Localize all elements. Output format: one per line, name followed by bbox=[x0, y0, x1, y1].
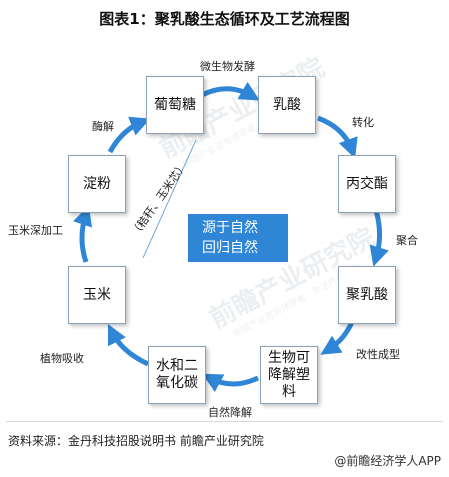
node-water-co2: 水和二 氧化碳 bbox=[148, 346, 206, 404]
edge-label-deep-processing: 玉米深加工 bbox=[8, 224, 63, 237]
node-label-line: 料 bbox=[282, 383, 296, 400]
node-label: 聚乳酸 bbox=[346, 286, 388, 303]
node-corn: 玉米 bbox=[68, 266, 126, 324]
edge-label-enzymolysis: 酶解 bbox=[92, 120, 114, 133]
edge-label-conversion: 转化 bbox=[352, 116, 374, 129]
brand-credit: @前瞻经济学人APP bbox=[334, 454, 441, 468]
node-lactide: 丙交酯 bbox=[338, 155, 396, 213]
node-label: 淀粉 bbox=[83, 175, 111, 192]
edge-label-plant-absorption: 植物吸收 bbox=[40, 352, 84, 365]
node-label: 葡萄糖 bbox=[154, 96, 196, 113]
arrow-glucose-to-lactic bbox=[200, 81, 260, 101]
arrow-corn-to-starch bbox=[73, 205, 93, 263]
node-label-line: 水和二 bbox=[156, 358, 198, 374]
side-note-line bbox=[142, 139, 197, 259]
center-slogan: 源于自然 回归自然 bbox=[188, 214, 288, 262]
edge-label-degradation: 自然降解 bbox=[208, 406, 252, 419]
arrow-co2-to-corn bbox=[107, 323, 150, 367]
arrow-starch-to-glucose bbox=[107, 116, 151, 154]
node-label: 乳酸 bbox=[273, 96, 301, 113]
node-pla: 聚乳酸 bbox=[338, 266, 396, 324]
node-label: 丙交酯 bbox=[346, 175, 388, 192]
node-starch: 淀粉 bbox=[68, 155, 126, 213]
chart-title: 图表1：聚乳酸生态循环及工艺流程图 bbox=[99, 10, 350, 28]
edge-label-fermentation: 微生物发酵 bbox=[200, 60, 255, 73]
arrow-lactic-to-lactide bbox=[317, 115, 358, 159]
node-label-line: 生物可 bbox=[268, 349, 310, 366]
source-note: 资料来源：金丹科技招股说明书 前瞻产业研究院 bbox=[8, 434, 264, 448]
node-label: 玉米 bbox=[83, 286, 111, 303]
arrow-pla-to-plastic bbox=[320, 320, 355, 355]
footer-divider bbox=[6, 421, 443, 422]
node-lactic-acid: 乳酸 bbox=[258, 76, 316, 134]
node-biodegradable-plastic: 生物可 降解塑 料 bbox=[260, 346, 318, 404]
node-label-line: 降解塑 bbox=[268, 366, 310, 383]
node-label-line: 氧化碳 bbox=[156, 375, 198, 391]
arrow-plastic-to-co2 bbox=[202, 373, 260, 393]
center-line-1: 源于自然 bbox=[202, 220, 258, 236]
center-line-2: 回归自然 bbox=[202, 240, 258, 256]
node-glucose: 葡萄糖 bbox=[146, 76, 204, 134]
edge-label-modification: 改性成型 bbox=[356, 348, 400, 361]
edge-label-polymerization: 聚合 bbox=[396, 234, 418, 247]
